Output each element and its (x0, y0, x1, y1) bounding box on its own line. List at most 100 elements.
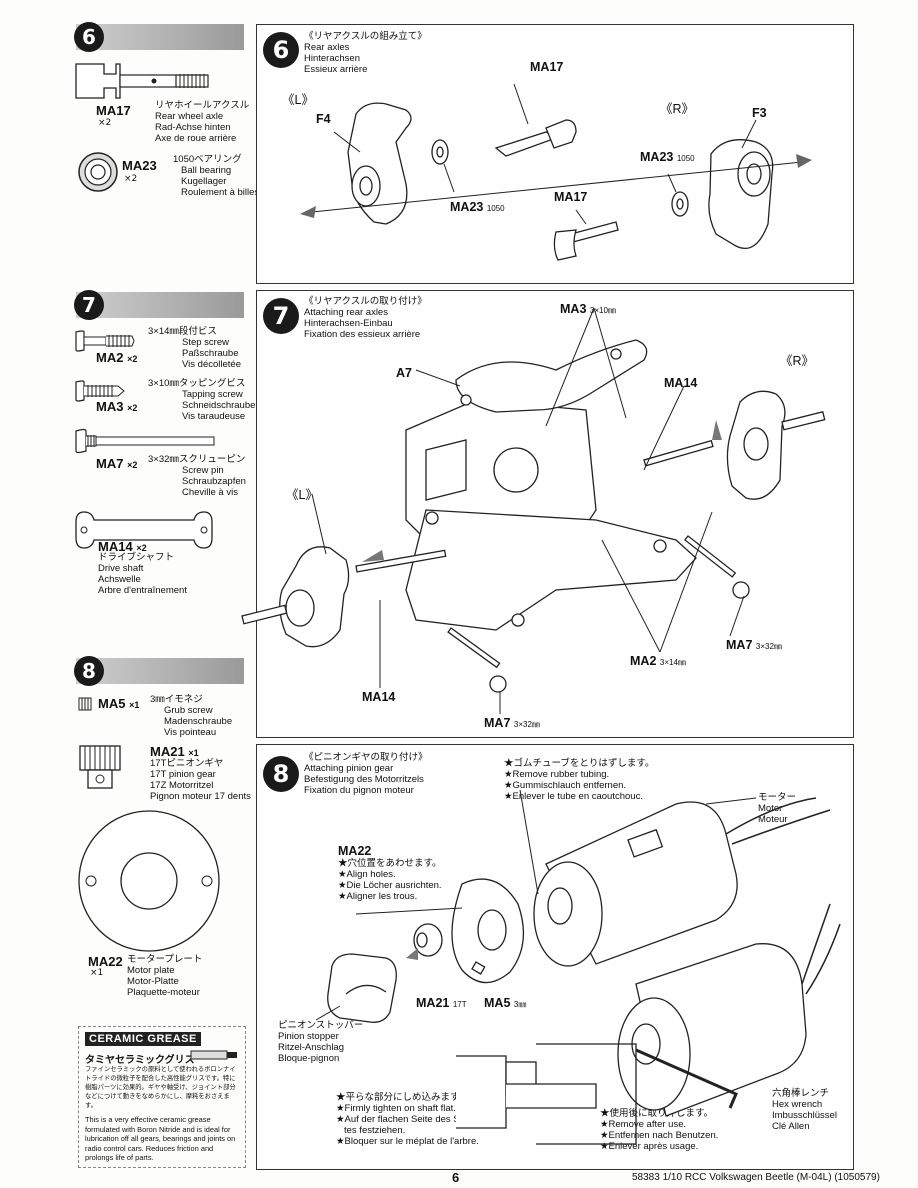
panel7-ma7-left-label: MA7 3×32㎜ (484, 716, 540, 730)
ma22-de: Motor-Platte (127, 976, 179, 987)
panel6-right-label: 《R》 (660, 102, 695, 116)
ma3-jp: 3×10㎜タッピングビス (148, 378, 246, 389)
ma2-desc: 3×14㎜段付ビス Step screw Paßschraube Vis déc… (148, 326, 241, 370)
ma14-qty: ×2 (136, 543, 147, 553)
panel7-title: 《リヤアクスルの取り付け》 Attaching rear axles Hinte… (304, 296, 427, 340)
ma21-qty: ×1 (188, 748, 199, 758)
ma22-fr: Plaquette-moteur (127, 987, 200, 998)
panel7-ma7-right-sub: 3×32㎜ (755, 642, 782, 651)
panel7-ma7-right-label: MA7 3×32㎜ (726, 638, 782, 652)
ma22-en: Motor plate (127, 965, 175, 976)
panel8-pinion-install-diagram (315, 789, 841, 1145)
panel6-title-en: Rear axles (304, 42, 350, 53)
hex-jp: 六角棒レンチ (772, 1088, 830, 1099)
tube-en: ★Remove rubber tubing. (504, 769, 610, 780)
panel8-title: 《ピニオンギヤの取り付け》 Attaching pinion gear Befe… (304, 752, 428, 796)
ceramic-grease-logo: CERAMIC GREASE (85, 1032, 201, 1046)
panel6-ma17-bottom-label: MA17 (554, 190, 588, 204)
tube-fr: ★Enlever le tube en caoutchouc. (504, 791, 643, 802)
ma2-jp: 3×14㎜段付ビス (148, 326, 217, 337)
panel8-remove-tubing-note: ★ゴムチューブをとりはずします。 ★Remove rubber tubing. … (504, 758, 654, 802)
panel7-ma2-label: MA2 3×14㎜ (630, 654, 686, 668)
panel6-ma23-right-code: MA23 (640, 150, 674, 164)
ma21-code: MA21 ×1 (150, 744, 199, 759)
ma2-code: MA2 ×2 (96, 350, 137, 365)
motor-en: Motor (758, 803, 783, 814)
panel8-title-fr: Fixation du pignon moteur (304, 785, 414, 796)
panel6-ma23-left-label: MA23 1050 (450, 200, 505, 214)
step7-header-bar (76, 292, 244, 318)
panel7-title-jp: 《リヤアクスルの取り付け》 (304, 296, 427, 307)
ma17-axle-illustration (75, 63, 209, 99)
ma21-code-text: MA21 (150, 744, 185, 759)
panel6-f3-label: F3 (752, 106, 767, 120)
motor-jp: モーター (758, 792, 797, 803)
ma17-fr: Axe de roue arrière (155, 133, 237, 144)
panel7-title-en: Attaching rear axles (304, 307, 388, 318)
flat-jp: ★平らな部分にしめ込みます。 (336, 1092, 469, 1103)
panel7-title-de: Hinterachsen-Einbau (304, 318, 393, 329)
ma22-motor-plate-illustration (78, 810, 220, 952)
hex-de: Imbusschlüssel (772, 1110, 837, 1121)
ma14-code: MA14 ×2 (98, 539, 147, 554)
panel6-title-jp: 《リヤアクスルの組み立て》 (304, 31, 427, 42)
panel8-ma5-code: MA5 (484, 996, 511, 1010)
step6-number: 6 (74, 22, 104, 52)
ma21-fr: Pignon moteur 17 dents (150, 791, 251, 802)
grease-tube-icon (190, 1050, 237, 1060)
align-jp: ★穴位置をあわせます。 (338, 858, 442, 869)
ma3-code: MA3 ×2 (96, 399, 137, 414)
ma3-screw-illustration (75, 380, 125, 402)
ma2-code-text: MA2 (96, 350, 124, 365)
panel7-ma14-right-label: MA14 (664, 376, 698, 390)
ma2-fr: Vis décolletée (182, 359, 241, 370)
ma3-code-text: MA3 (96, 399, 124, 414)
panel8-ma21-sub: 17T (452, 1000, 467, 1009)
panel8-number: 8 (263, 756, 299, 792)
stopper-fr: Bloque-pignon (278, 1053, 340, 1064)
ceramic-grease-jp-text: ファインセラミックの原料として使われるボロンナイトライドの微粒子を配合した高性能… (85, 1066, 236, 1109)
flat-de2: tes festziehen. (344, 1125, 406, 1136)
ma14-jp: ドライブシャフト (98, 552, 175, 563)
panel7-ma2-sub: 3×14㎜ (659, 658, 686, 667)
ma5-fr: Vis pointeau (164, 727, 217, 738)
remove-en: ★Remove after use. (600, 1119, 687, 1130)
ma7-code: MA7 ×2 (96, 456, 137, 471)
ma5-code-text: MA5 (98, 696, 126, 711)
ma17-qty: ×2 (98, 118, 112, 128)
ma2-en: Step screw (182, 337, 229, 348)
ceramic-grease-en-text: This is a very effective ceramic grease … (85, 1115, 236, 1162)
ma3-desc: 3×10㎜タッピングビス Tapping screw Schneidschrau… (148, 378, 255, 422)
ma3-fr: Vis taraudeuse (182, 411, 246, 422)
ma17-code: MA17 (96, 103, 131, 118)
panel7-title-fr: Fixation des essieux arrière (304, 329, 421, 340)
panel7-ma7-left-sub: 3×32㎜ (513, 720, 540, 729)
panel7-number: 7 (263, 298, 299, 334)
panel8-pinion-stopper-label: ピニオンストッパー Pinion stopper Ritzel-Anschlag… (278, 1020, 363, 1064)
ma5-de: Madenschraube (164, 716, 233, 727)
ma21-pinion-gear-illustration (79, 745, 121, 789)
ma23-bearing-illustration (78, 152, 118, 192)
stopper-en: Pinion stopper (278, 1031, 339, 1042)
ma7-jp: 3×32㎜スクリューピン (148, 454, 246, 465)
panel6-title: 《リヤアクスルの組み立て》 Rear axles Hinterachsen Es… (304, 31, 427, 75)
panel7-ma2-code: MA2 (630, 654, 657, 668)
panel8-title-jp: 《ピニオンギヤの取り付け》 (304, 752, 428, 763)
ma23-code: MA23 (122, 158, 157, 173)
ma7-code-text: MA7 (96, 456, 124, 471)
remove-jp: ★使用後に取り外します。 (600, 1108, 714, 1119)
ma22-qty: ×1 (90, 968, 104, 978)
ma5-en: Grub screw (164, 705, 213, 716)
remove-fr: ★Enlever après usage. (600, 1141, 699, 1152)
panel6-title-de: Hinterachsen (304, 53, 360, 64)
panel6-ma23-left-code: MA23 (450, 200, 484, 214)
ma2-de: Paßschraube (182, 348, 239, 359)
ma23-en: Ball bearing (181, 165, 232, 176)
tube-de: ★Gummischlauch entfernen. (504, 780, 627, 791)
flat-de1: ★Auf der flachen Seite des Schaf- (336, 1114, 481, 1125)
ma17-jp: リヤホイールアクスル (155, 100, 250, 111)
panel7-ma3-code: MA3 (560, 302, 587, 316)
ma14-desc: ドライブシャフト Drive shaft Achswelle Arbre d'e… (98, 552, 187, 596)
panel6-ma17-top-label: MA17 (530, 60, 564, 74)
panel8-ma22-label: MA22 (338, 844, 372, 858)
